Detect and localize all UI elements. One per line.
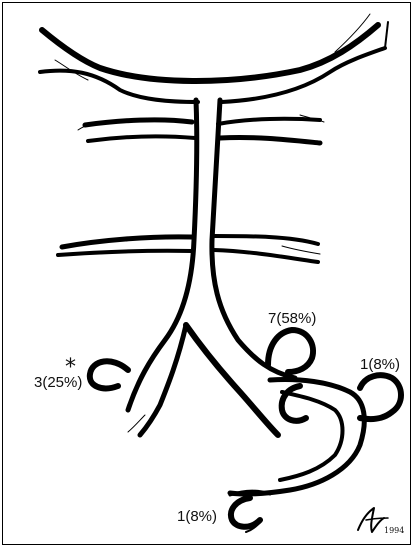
label-right-count: 1(8%) xyxy=(360,356,400,373)
label-bottom-count: 1(8%) xyxy=(177,508,217,525)
artist-signature: 1994 xyxy=(358,508,404,535)
aneurysm-left xyxy=(90,361,128,388)
upper-branches xyxy=(78,115,324,143)
aneurysm-middle xyxy=(268,330,313,372)
label-left-count: 3(25%) xyxy=(34,374,82,391)
aneurysm-loop-middle xyxy=(282,386,306,421)
lower-branches xyxy=(58,236,320,262)
signature-year: 1994 xyxy=(384,526,404,535)
label-middle-count: 7(58%) xyxy=(268,310,316,327)
bifurcation xyxy=(128,325,278,435)
aneurysm-bottom xyxy=(230,491,270,527)
top-arch xyxy=(40,14,388,102)
